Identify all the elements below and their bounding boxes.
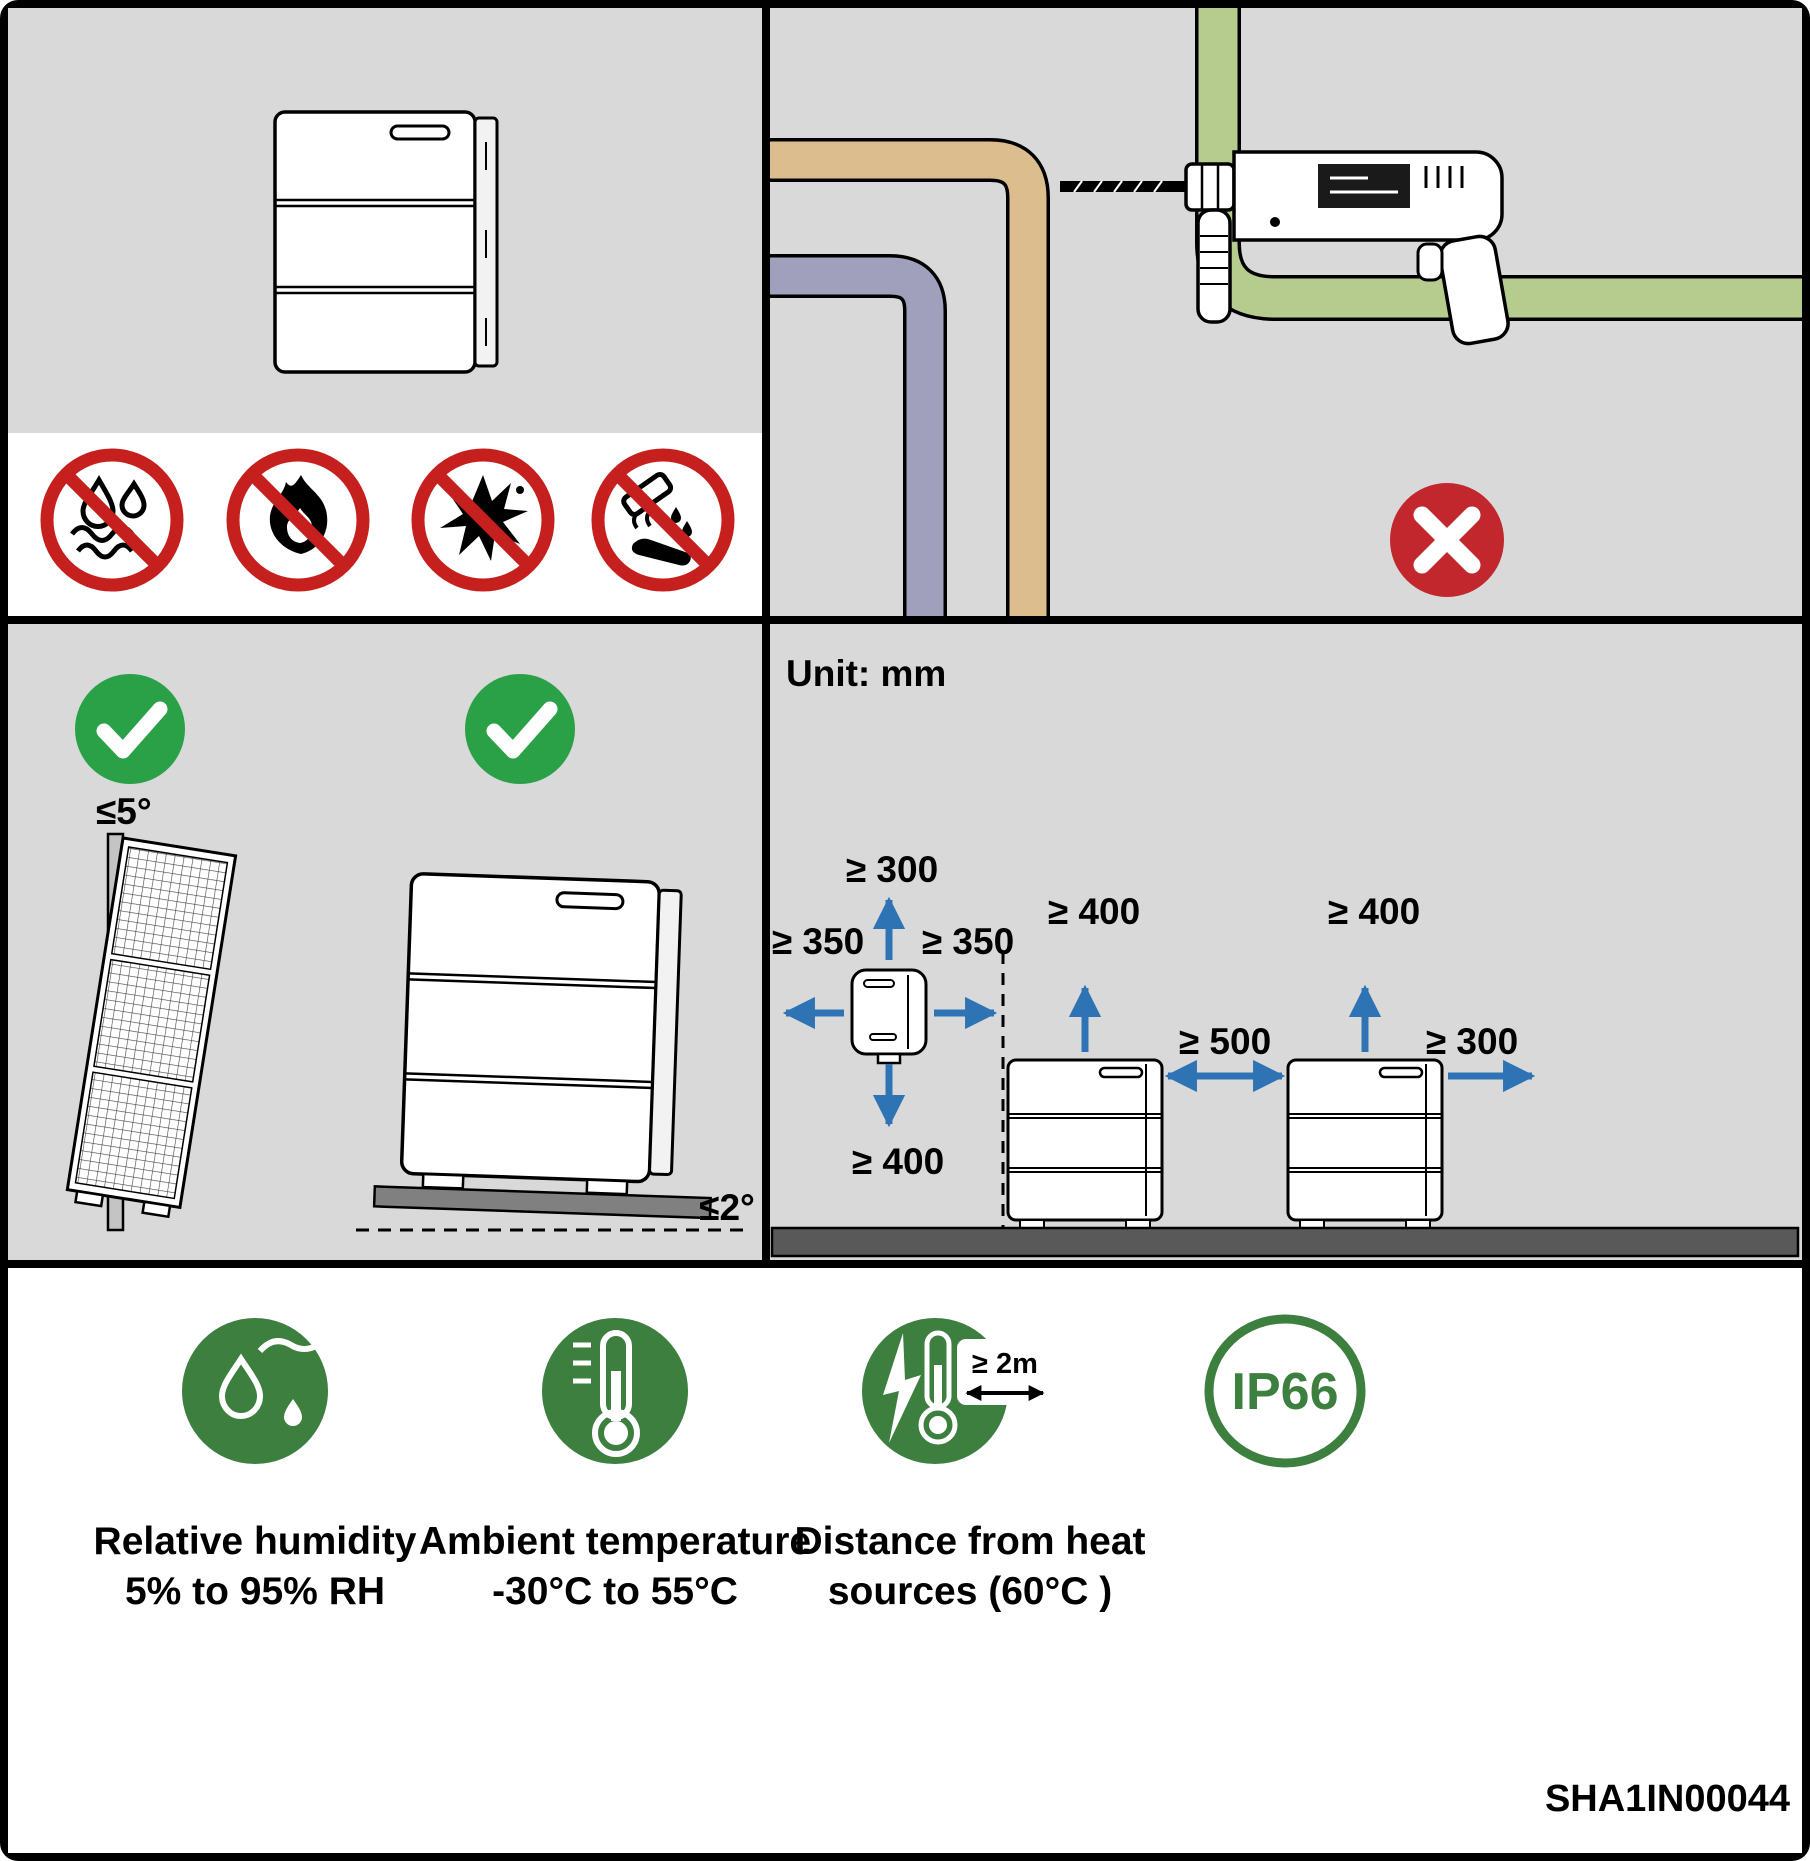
wall-unit-clearance-arrows [782,896,998,1128]
no-water-icon [40,448,184,592]
check-icon-wall [75,674,185,784]
base-tilt-label: ≤2° [699,1187,755,1228]
drill-icon [1060,150,1510,346]
battery-stack-illustration [273,110,499,374]
ip66-label: IP66 [1232,1363,1339,1421]
check-icon-floor [465,674,575,784]
no-explosion-icon [411,448,555,592]
heat-value: sources (60°C ) [828,1570,1112,1613]
clearance-right-label: ≥ 350 [922,921,1014,962]
between-stacks-label: ≥ 500 [1179,1021,1271,1062]
drilling-hazard-panel [770,8,1802,616]
mounting-base [372,1185,712,1220]
stack1-top-label: ≥ 400 [1048,891,1140,932]
battery-vent [389,124,451,141]
clearance-bottom-label: ≥ 400 [852,1141,944,1182]
clearance-left-label: ≥ 350 [772,921,864,962]
battery-vent [555,891,625,911]
heat-distance-icon: ≥ 2m [862,1318,1053,1464]
temperature-value: -30°C to 55°C [492,1570,738,1613]
drill-grip [1438,234,1510,346]
stack-clearance-arrows [1068,984,1536,1093]
humidity-value: 5% to 95% RH [125,1570,385,1613]
humidity-icon [182,1318,328,1464]
no-fire-icon [226,448,370,592]
tilt-tolerance-panel: ≤5° [8,624,762,1260]
specs-footer-graphic: ≥ 2m IP66 Relative humidity 5% to 95% RH… [94,1314,1790,1820]
heat-title: Distance from heat [794,1520,1145,1563]
drill-trigger [1416,242,1444,282]
drilling-hazard-graphic [770,8,1802,616]
wall-tilt-label: ≤5° [96,791,152,832]
floor-battery-group [372,872,712,1220]
stack2-top-label: ≥ 400 [1328,891,1420,932]
pipe-purple [770,254,947,616]
ip66-badge: IP66 [1204,1314,1366,1468]
stack-side-label: ≥ 300 [1426,1021,1518,1062]
no-corrosives-icon [591,448,735,592]
specs-footer-panel: ≥ 2m IP66 Relative humidity 5% to 95% RH… [8,1268,1802,1853]
pipe-tan [770,138,1050,616]
document-code: SHA1IN00044 [1545,1778,1790,1820]
temperature-icon [542,1318,688,1464]
forbidden-x-icon [1390,483,1504,597]
wall-inverter-illustration [850,968,928,1065]
environment-prohibitions-panel [8,8,762,616]
heat-distance-badge-label: ≥ 2m [972,1348,1038,1380]
clearance-graphic: Unit: mm ≥ 300 ≥ 350 ≥ 350 ≥ 400 [770,653,1800,1258]
battery-stack-2 [1286,1058,1444,1229]
unit-label: Unit: mm [786,653,946,694]
floor-battery-illustration [399,872,683,1196]
battery-stack-1 [1006,1058,1164,1229]
clearance-top-label: ≥ 300 [846,849,938,890]
humidity-title: Relative humidity [94,1520,417,1563]
floor [770,1226,1800,1258]
clearance-panel: Unit: mm ≥ 300 ≥ 350 ≥ 350 ≥ 400 [770,624,1802,1260]
temperature-title: Ambient temperature [419,1520,811,1563]
drill-front-handle [1196,208,1232,324]
wall-mounted-battery-illustration [65,836,238,1219]
environment-prohibitions-graphic [8,110,762,616]
tilt-tolerance-graphic: ≤5° [65,674,755,1232]
